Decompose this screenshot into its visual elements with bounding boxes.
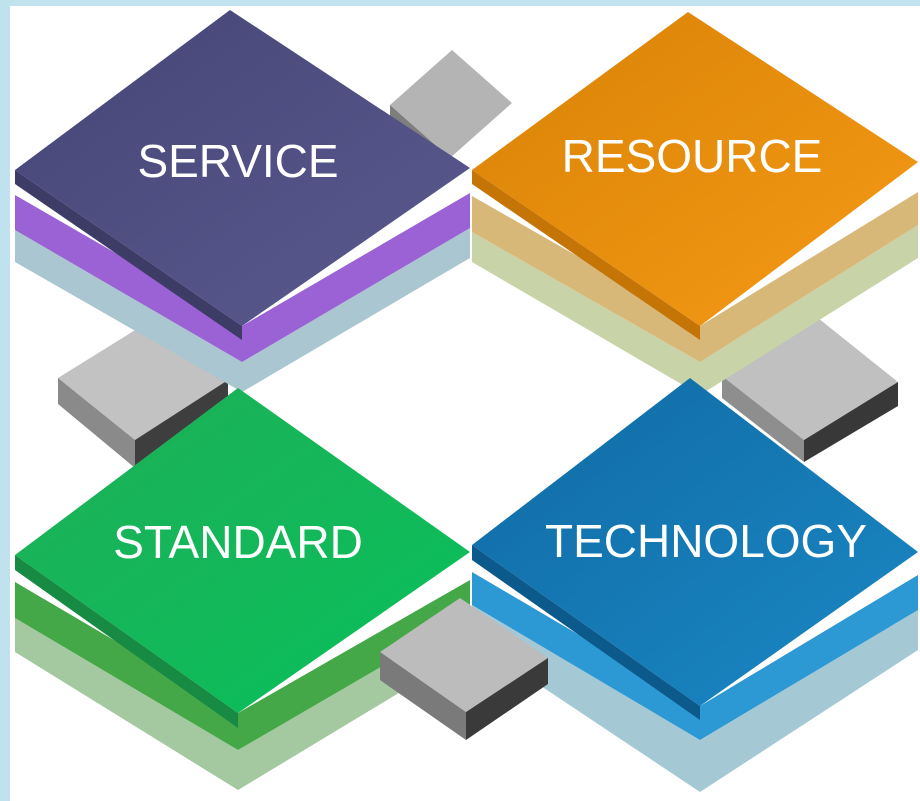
standard-base-layer [15,615,470,790]
service-mid-layer [15,193,470,362]
technology-base-layer [472,605,918,792]
tile-standard: STANDARD [15,388,470,790]
service-base-layer [15,228,470,392]
tile-service: SERVICE [15,10,470,392]
tile-technology: TECHNOLOGY [472,378,918,792]
resource-base-layer [472,225,918,395]
tile-resource: RESOURCE [472,12,918,395]
connector-block-bottom [380,598,548,740]
resource-label: RESOURCE [562,130,823,182]
resource-top-edge [472,170,700,340]
standard-top-edge [15,555,238,728]
standard-top-face [15,388,470,713]
resource-top-face [472,12,918,326]
connector-block-right [722,318,898,462]
service-label: SERVICE [137,135,338,187]
service-top-face [15,10,470,326]
technology-top-face [472,378,918,706]
frame-left [0,0,10,801]
frame-top [0,0,920,6]
technology-top-edge [472,545,700,720]
service-top-edge [15,170,242,340]
standard-mid-layer [15,580,470,750]
technology-label: TECHNOLOGY [545,515,867,567]
standard-label: STANDARD [113,516,363,568]
